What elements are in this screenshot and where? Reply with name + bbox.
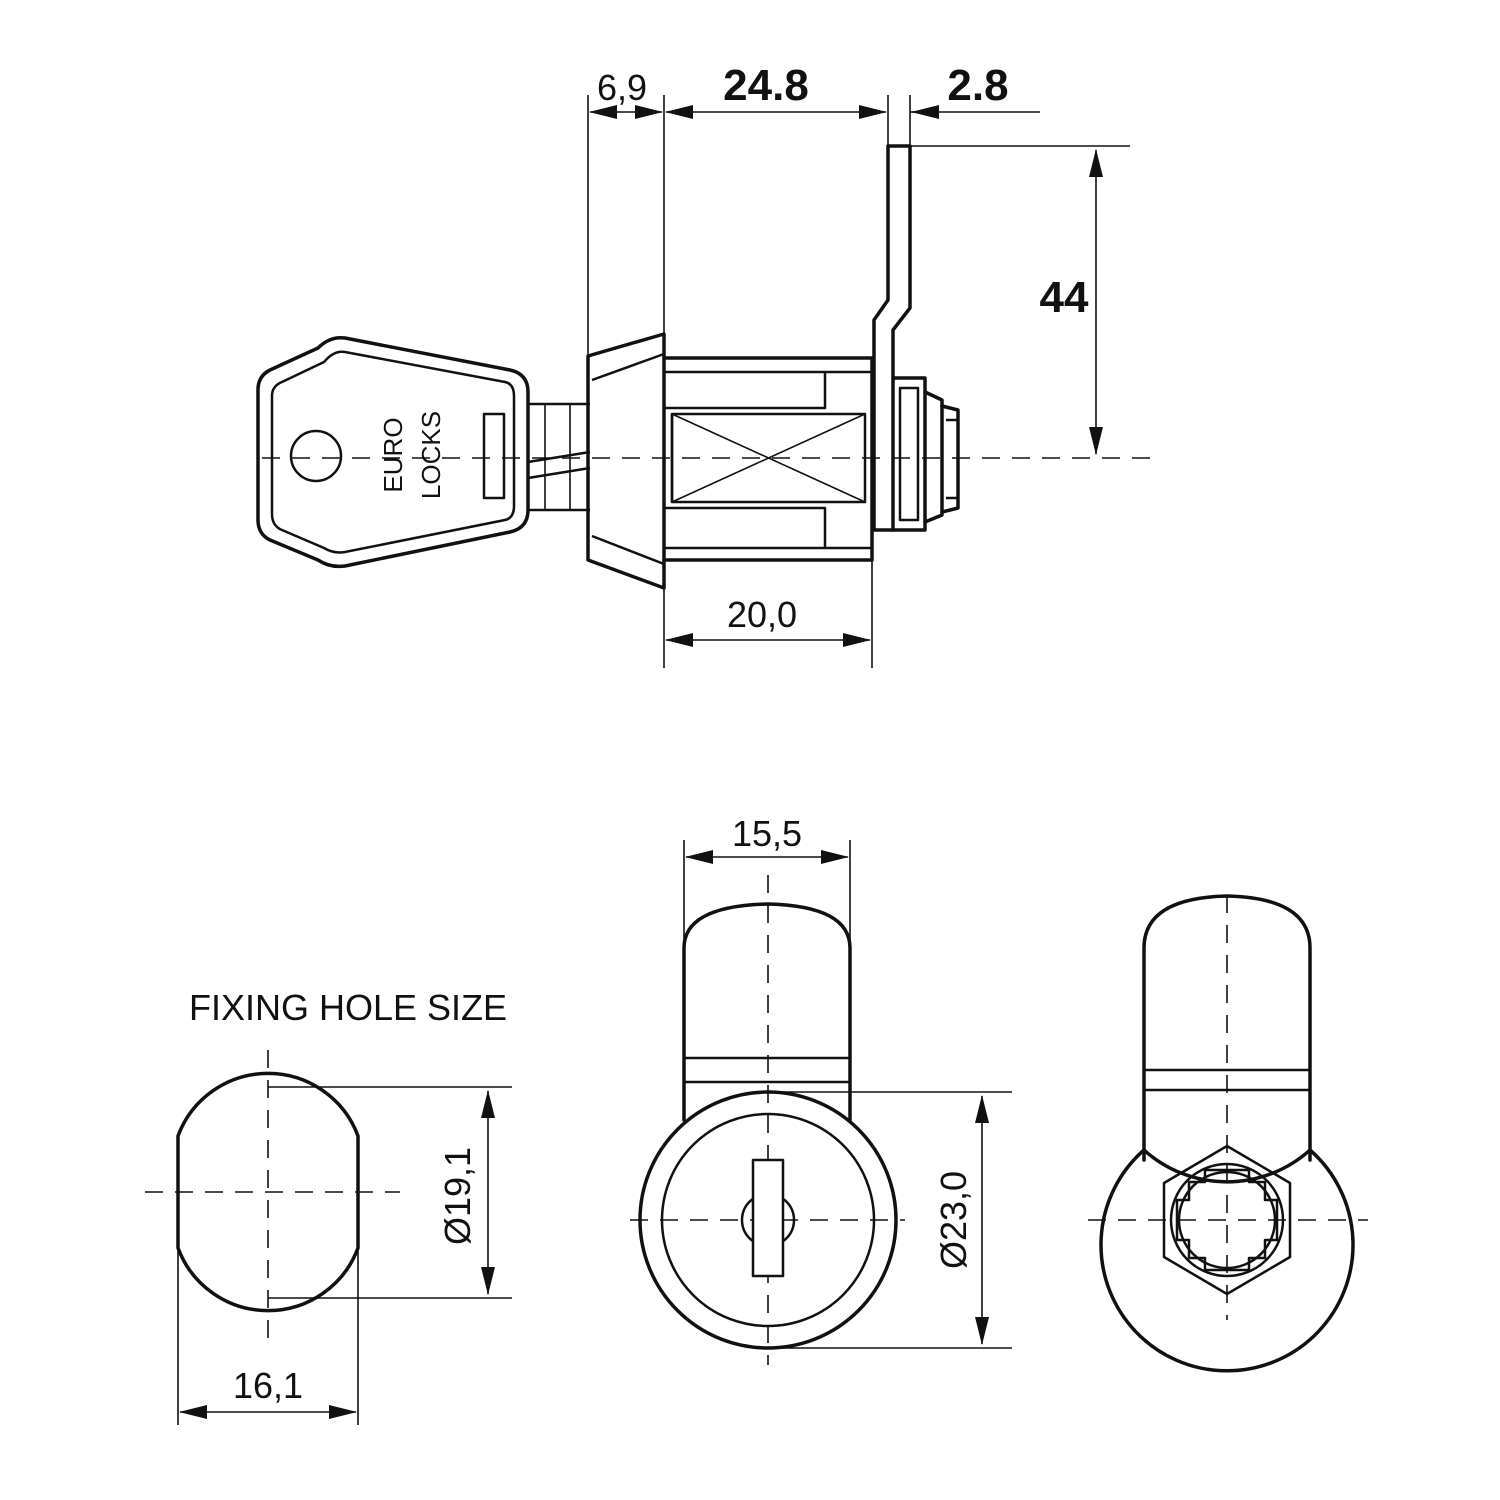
side-view: EURO LOCKS <box>256 61 1150 668</box>
rear-view <box>1088 894 1368 1373</box>
fixing-hole-caption: FIXING HOLE SIZE <box>189 987 507 1028</box>
dim-20-0: 20,0 <box>727 594 797 635</box>
rear-hex-nut <box>1162 1144 1292 1296</box>
rear-nut <box>891 376 960 532</box>
dim-6-9: 6,9 <box>597 67 647 108</box>
dim-44: 44 <box>1040 273 1089 322</box>
dim-dia-19-1: Ø19,1 <box>437 1147 478 1245</box>
key-hole-icon <box>289 429 343 483</box>
front-cam-outline <box>682 902 852 1122</box>
key-head: EURO LOCKS <box>256 335 530 569</box>
key-brand-line2: LOCKS <box>416 411 446 499</box>
dim-dia-23-0: Ø23,0 <box>933 1171 974 1269</box>
key-blade <box>527 402 591 512</box>
rear-shaft-cross <box>1175 1168 1279 1272</box>
fixing-hole-view: FIXING HOLE SIZE Ø19,1 16,1 <box>145 987 512 1425</box>
front-view: 15,5 Ø23,0 <box>630 813 1012 1365</box>
dim-15-5: 15,5 <box>732 813 802 854</box>
front-keyway-slot <box>751 1158 785 1278</box>
cam-blade <box>872 144 912 532</box>
front-bezel-inner <box>660 1112 876 1328</box>
key-slot <box>482 412 506 500</box>
lock-body <box>662 356 874 562</box>
side-extension-lines <box>587 95 1130 668</box>
dim-24-8: 24.8 <box>723 61 809 110</box>
rear-cam-outline <box>1142 894 1312 1162</box>
key-brand-line1: EURO <box>378 417 408 492</box>
dim-2-8: 2.8 <box>947 61 1008 110</box>
dim-16-1: 16,1 <box>233 1365 303 1406</box>
